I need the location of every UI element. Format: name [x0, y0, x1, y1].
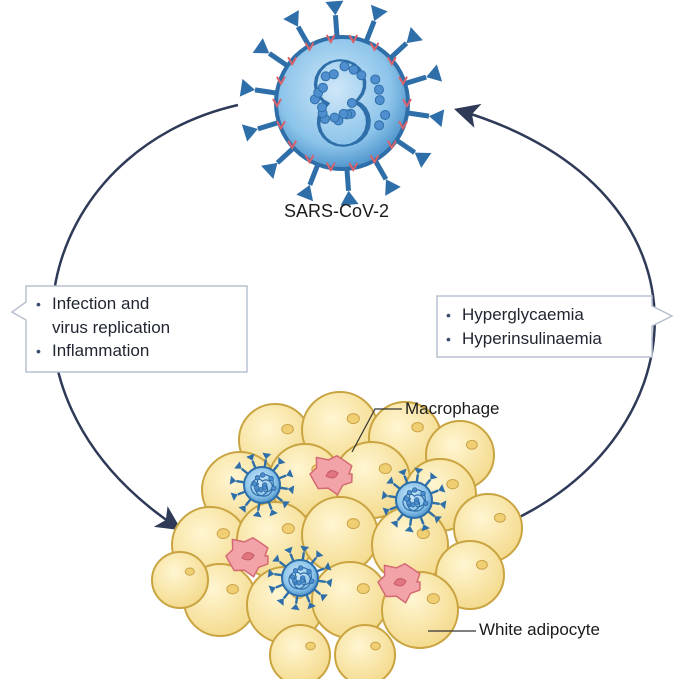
right-callout-box [436, 295, 674, 358]
sars-cov-2-virus-icon [239, 0, 445, 206]
bullet-icon: • [36, 296, 41, 312]
bullet-icon: • [446, 307, 451, 323]
left-callout-item: •Inflammation [36, 339, 170, 363]
macrophage-leader-line [351, 408, 402, 453]
right-callout: •Hyperglycaemia •Hyperinsulinaemia [446, 303, 602, 351]
bullet-icon: • [446, 331, 451, 347]
left-callout-item: •Infection and [36, 292, 170, 316]
adipocyte-label: White adipocyte [479, 620, 600, 639]
bullet-icon: • [36, 343, 41, 359]
right-callout-item: •Hyperglycaemia [446, 303, 602, 327]
virus-label: SARS-CoV-2 [284, 201, 390, 221]
macrophage-label: Macrophage [405, 399, 500, 418]
adipose-tissue-cluster [151, 391, 523, 679]
left-arrow [50, 103, 239, 531]
left-callout: •Infection and virus replication •Inflam… [36, 292, 170, 363]
left-callout-box [10, 285, 248, 373]
left-callout-item: virus replication [52, 318, 171, 337]
right-callout-item: •Hyperinsulinaemia [446, 327, 602, 351]
